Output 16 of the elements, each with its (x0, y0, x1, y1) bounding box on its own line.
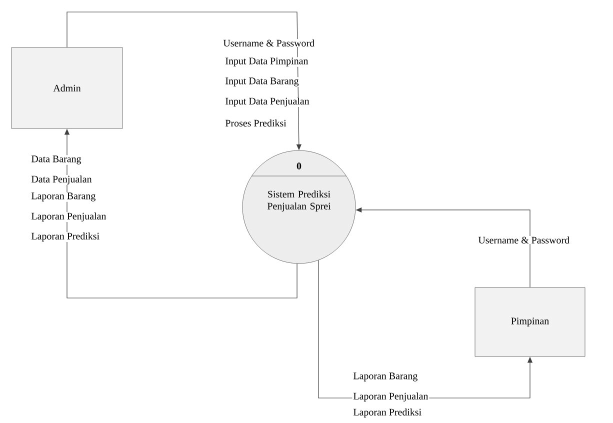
flow-label: Laporan Penjualan (352, 392, 430, 402)
flow-label: Username & Password (477, 236, 571, 244)
flow-label: Laporan Barang (30, 192, 97, 202)
flow-label: Data Penjualan (30, 175, 93, 186)
entity-box: Admin (11, 47, 123, 129)
entity-box: Pimpinan (474, 287, 586, 357)
flow-label: Username & Password (222, 39, 316, 47)
flow-label: Proses Prediksi (224, 119, 288, 127)
flow-label: Laporan Penjualan (30, 212, 108, 222)
flow-label: Laporan Barang (352, 372, 419, 382)
flow-label: Input Data Pimpinan (224, 57, 310, 67)
flow-label: Input Data Barang (224, 77, 300, 87)
flow-label: Input Data Penjualan (224, 97, 310, 108)
flow-label: Laporan Prediksi (352, 408, 423, 418)
flow-label: Data Barang (30, 155, 82, 165)
flow-label: Laporan Prediksi (30, 232, 101, 242)
